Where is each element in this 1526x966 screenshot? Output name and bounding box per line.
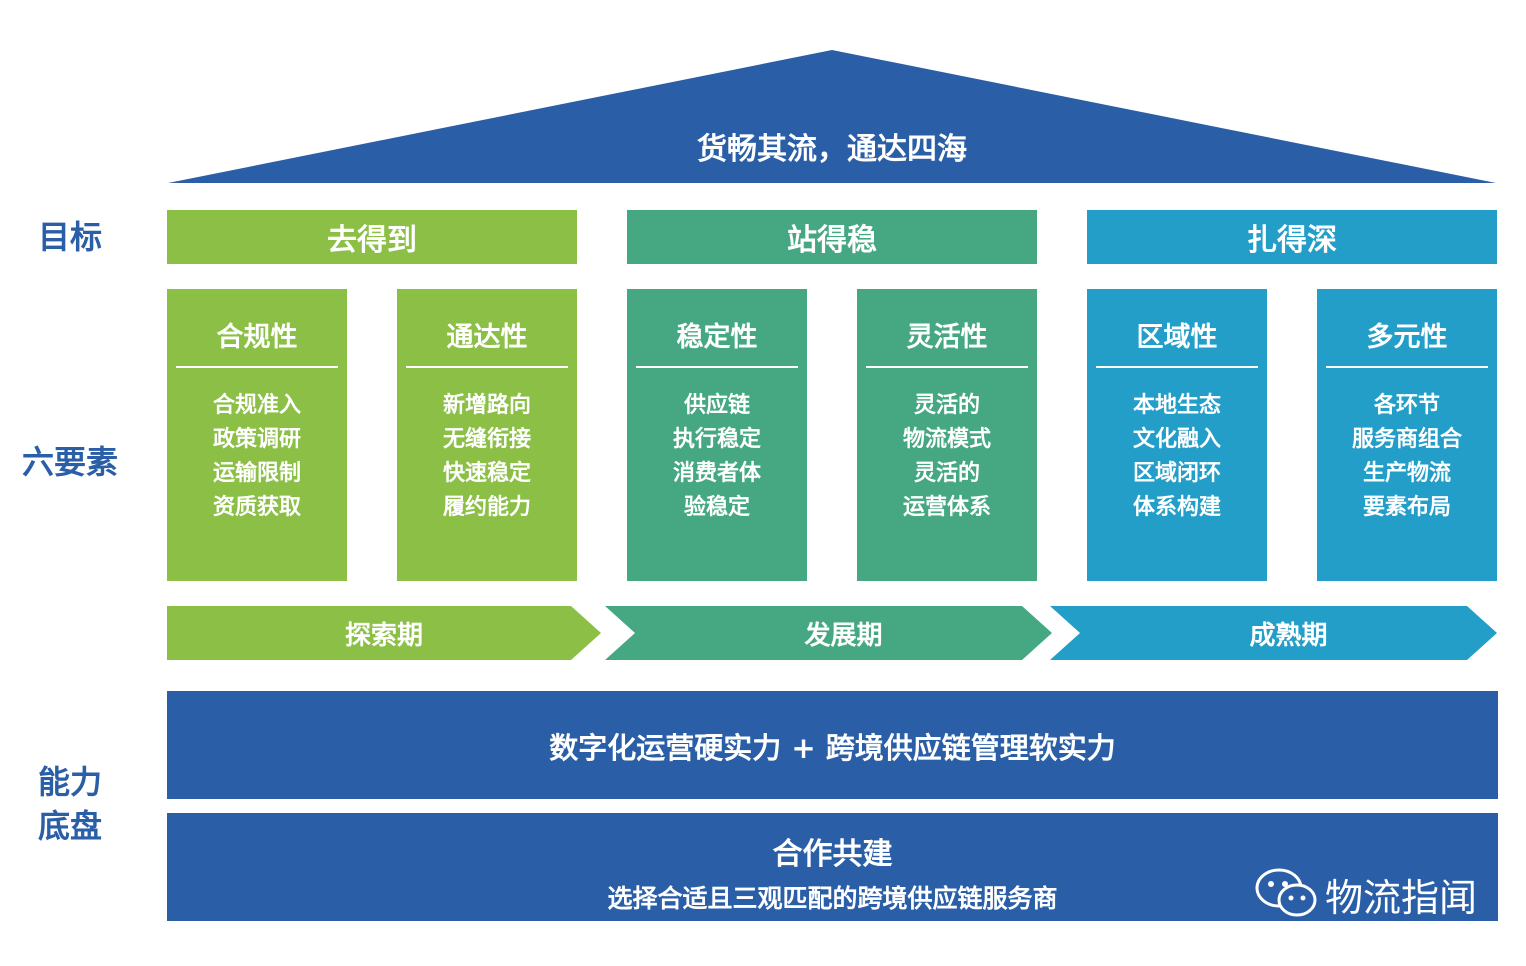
cooperation-title: 合作共建: [772, 837, 893, 872]
goal-deep: 扎得深: [1087, 210, 1497, 264]
capability-label: 能力 底盘: [20, 760, 120, 848]
element-item: 无缝衔接: [442, 427, 531, 452]
capability-label-line2: 底盘: [37, 807, 102, 845]
goal-label: 目标: [37, 218, 102, 256]
stage-arrow-develop: [605, 606, 1052, 660]
element-item: 要素布局: [1362, 495, 1451, 520]
element-item: 运输限制: [212, 461, 301, 486]
divider: [636, 366, 798, 368]
goal-reach: 去得到: [167, 210, 577, 264]
divider: [1096, 366, 1258, 368]
element-title: 通达性: [446, 322, 528, 353]
element-item: 区域闭环: [1132, 461, 1221, 486]
element-item: 本地生态: [1132, 393, 1221, 418]
element-title: 合规性: [216, 322, 298, 353]
element-item: 各环节: [1373, 393, 1440, 418]
element-item: 新增路向: [442, 393, 531, 418]
element-item: 资质获取: [212, 495, 301, 520]
element-title: 多元性: [1366, 322, 1448, 353]
element-item: 灵活的: [913, 461, 980, 486]
stage-mature: 成熟期: [1249, 620, 1328, 651]
element-item: 体系构建: [1132, 495, 1221, 520]
element-item: 物流模式: [902, 427, 991, 452]
roof: [168, 50, 1496, 183]
elements-label: 六要素: [21, 443, 118, 481]
watermark-text: 物流指闻: [1325, 875, 1478, 920]
wechat-watermark: 物流指闻: [1255, 866, 1477, 922]
element-title: 稳定性: [676, 322, 758, 353]
element-item: 供应链: [683, 393, 750, 418]
element-item: 灵活的: [913, 393, 980, 418]
wechat-icon: [1255, 868, 1317, 917]
divider: [176, 366, 338, 368]
stage-arrow-mature: [1050, 606, 1497, 660]
goal-stable: 站得稳: [627, 210, 1037, 264]
capability-bar: 数字化运营硬实力 + 跨境供应链管理软实力: [167, 691, 1498, 799]
roof-text: 货畅其流，通达四海: [697, 132, 967, 167]
element-item: 验稳定: [683, 495, 750, 520]
element-item: 服务商组合: [1351, 427, 1462, 452]
element-column-flexibility: 灵活性 灵活的 物流模式 灵活的 运营体系: [857, 289, 1037, 581]
stage-explore: 探索期: [344, 620, 423, 651]
divider: [866, 366, 1028, 368]
element-item: 消费者体: [672, 461, 761, 486]
cooperation-bar: 合作共建 选择合适且三观匹配的跨境供应链服务商: [167, 813, 1498, 921]
capability-text: 数字化运营硬实力 + 跨境供应链管理软实力: [549, 731, 1116, 765]
element-column-regional: 区域性 本地生态 文化融入 区域闭环 体系构建: [1087, 289, 1267, 581]
element-title: 灵活性: [906, 322, 988, 353]
element-column-compliance: 合规性 合规准入 政策调研 运输限制 资质获取: [167, 289, 347, 581]
element-item: 政策调研: [212, 427, 301, 452]
element-column-reachability: 通达性 新增路向 无缝衔接 快速稳定 履约能力: [397, 289, 577, 581]
divider: [1326, 366, 1488, 368]
stage-arrows: [167, 606, 1497, 660]
stage-develop: 发展期: [804, 620, 883, 651]
element-column-diversity: 多元性 各环节 服务商组合 生产物流 要素布局: [1317, 289, 1497, 581]
element-column-stability: 稳定性 供应链 执行稳定 消费者体 验稳定: [627, 289, 807, 581]
capability-label-line1: 能力: [37, 763, 102, 801]
element-item: 文化融入: [1132, 427, 1221, 452]
element-item: 合规准入: [212, 393, 301, 418]
element-title: 区域性: [1136, 322, 1218, 353]
stage-arrow-explore: [167, 606, 601, 660]
element-item: 生产物流: [1362, 461, 1451, 486]
element-item: 运营体系: [902, 495, 991, 520]
element-item: 快速稳定: [442, 461, 531, 486]
element-item: 执行稳定: [672, 427, 761, 452]
divider: [406, 366, 568, 368]
cooperation-subtitle: 选择合适且三观匹配的跨境供应链服务商: [607, 884, 1058, 913]
element-item: 履约能力: [442, 495, 531, 520]
